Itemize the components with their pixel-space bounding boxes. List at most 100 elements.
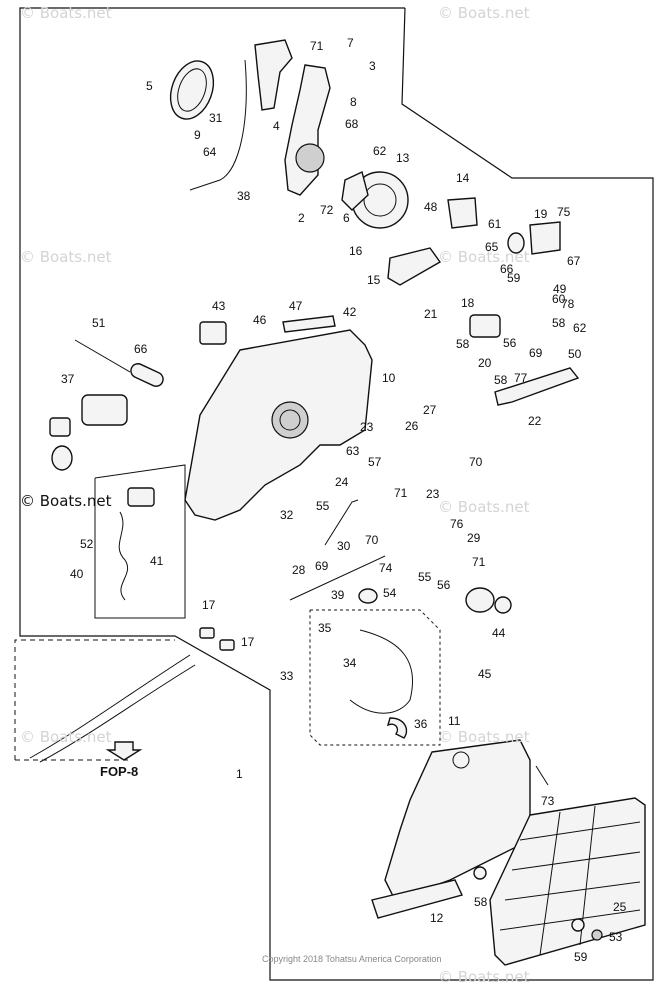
housing-hub-ring [279,409,301,431]
callout-label: 75 [557,205,571,219]
callout-label: 59 [574,950,588,964]
callout-label: 24 [335,475,349,489]
callout-label: 13 [396,151,410,165]
callout-label: 31 [209,111,223,125]
callout-label: 15 [367,273,381,287]
lever-hub [295,143,325,173]
callout-label: 29 [467,531,481,545]
kill-switch-boundary [94,464,186,619]
shift-rod [289,555,386,601]
gasket-grille [489,797,646,966]
callout-label: 42 [343,305,357,319]
callout-label: 37 [61,372,75,386]
callout-label: 57 [368,455,382,469]
watermark-layer: © Boats.net © Boats.net © Boats.net © Boats… [20,4,530,986]
detent-plate [341,171,369,211]
callout-label: 58 [456,337,470,351]
watermark: © Boats.net [20,4,112,22]
watermark: © Boats.net [438,4,530,22]
callout-label: 66 [500,262,514,276]
callout-label: 6 [343,211,350,225]
callout-label: 58 [494,373,508,387]
cover-cap [529,221,561,255]
switch-gasket [51,445,73,471]
cable-end [199,627,215,639]
callout-label: 76 [450,517,464,531]
o-ring [507,232,525,254]
reference-arrow [105,741,143,761]
callout-label: 41 [150,554,164,568]
callout-label: 34 [343,656,357,670]
washer-59 [473,866,487,880]
control-cable-b [39,664,196,763]
lever-ring-inner [177,68,207,112]
watermark: © Boats.net [438,728,530,746]
callout-label: 21 [424,307,438,321]
callout-label: 65 [485,240,499,254]
friction-plate [387,247,442,286]
callout-label: 23 [360,420,374,434]
callout-label: 11 [448,714,461,728]
lanyard-switch [127,487,155,507]
callout-label: 36 [414,717,428,731]
callout-label: 14 [456,171,470,185]
nut-54 [591,929,603,941]
callout-label: 39 [331,588,345,602]
link-rod [324,499,359,546]
callout-label: 26 [405,419,419,433]
control-lever-arm [284,64,331,196]
callout-label: 55 [316,499,330,513]
callout-label: 20 [478,356,492,370]
harness-clip [386,717,408,739]
callout-label: 64 [203,145,217,159]
watermark: © Boats.net [438,968,530,986]
control-cable-a [29,654,191,759]
callout-label: 10 [382,371,396,385]
watermark: © Boats.net [20,492,112,510]
callout-label: 51 [92,316,106,330]
callout-label: 71 [472,555,486,569]
callout-label: 4 [273,119,280,133]
callout-label: 78 [561,297,575,311]
callout-label: 72 [320,203,334,217]
cable-end-2 [219,639,235,651]
spacer-tube [130,363,164,387]
callout-label: 69 [529,346,543,360]
callout-label: 9 [194,128,201,142]
callout-label: 38 [237,189,251,203]
callout-label: 58 [474,895,488,909]
screw-74 [535,765,549,786]
callout-label: 18 [461,296,475,310]
callout-label: 44 [492,626,506,640]
callout-label: 16 [349,244,363,258]
callout-label: 63 [346,444,360,458]
callout-label: 58 [552,316,566,330]
callout-label: 55 [418,570,432,584]
callout-label: 52 [80,537,94,551]
watermark: © Boats.net [20,248,112,266]
callout-label: 59 [507,271,521,285]
callout-labels: 1234567891011121314151617171819202122232… [0,0,627,964]
callout-label: 3 [369,59,376,73]
callout-label: 61 [488,217,502,231]
grommet [358,588,378,604]
copyright-text: Copyright 2018 Tohatsu America Corporati… [262,954,441,964]
callout-label: 8 [350,95,357,109]
lever-bracket [494,367,580,406]
callout-label: 17 [202,598,216,612]
wire-harness [349,629,414,714]
callout-label: 12 [430,911,444,925]
watermark: © Boats.net [438,498,530,516]
callout-label: 74 [379,561,393,575]
callout-label: 30 [337,539,351,553]
callout-label: 47 [289,299,303,313]
callout-label: 60 [552,292,566,306]
callout-label: 46 [253,313,267,327]
cam-plate [447,197,478,229]
callout-label: 2 [298,211,305,225]
grille-slots [499,805,641,956]
callout-label: 23 [426,487,440,501]
callout-label: 40 [70,567,84,581]
